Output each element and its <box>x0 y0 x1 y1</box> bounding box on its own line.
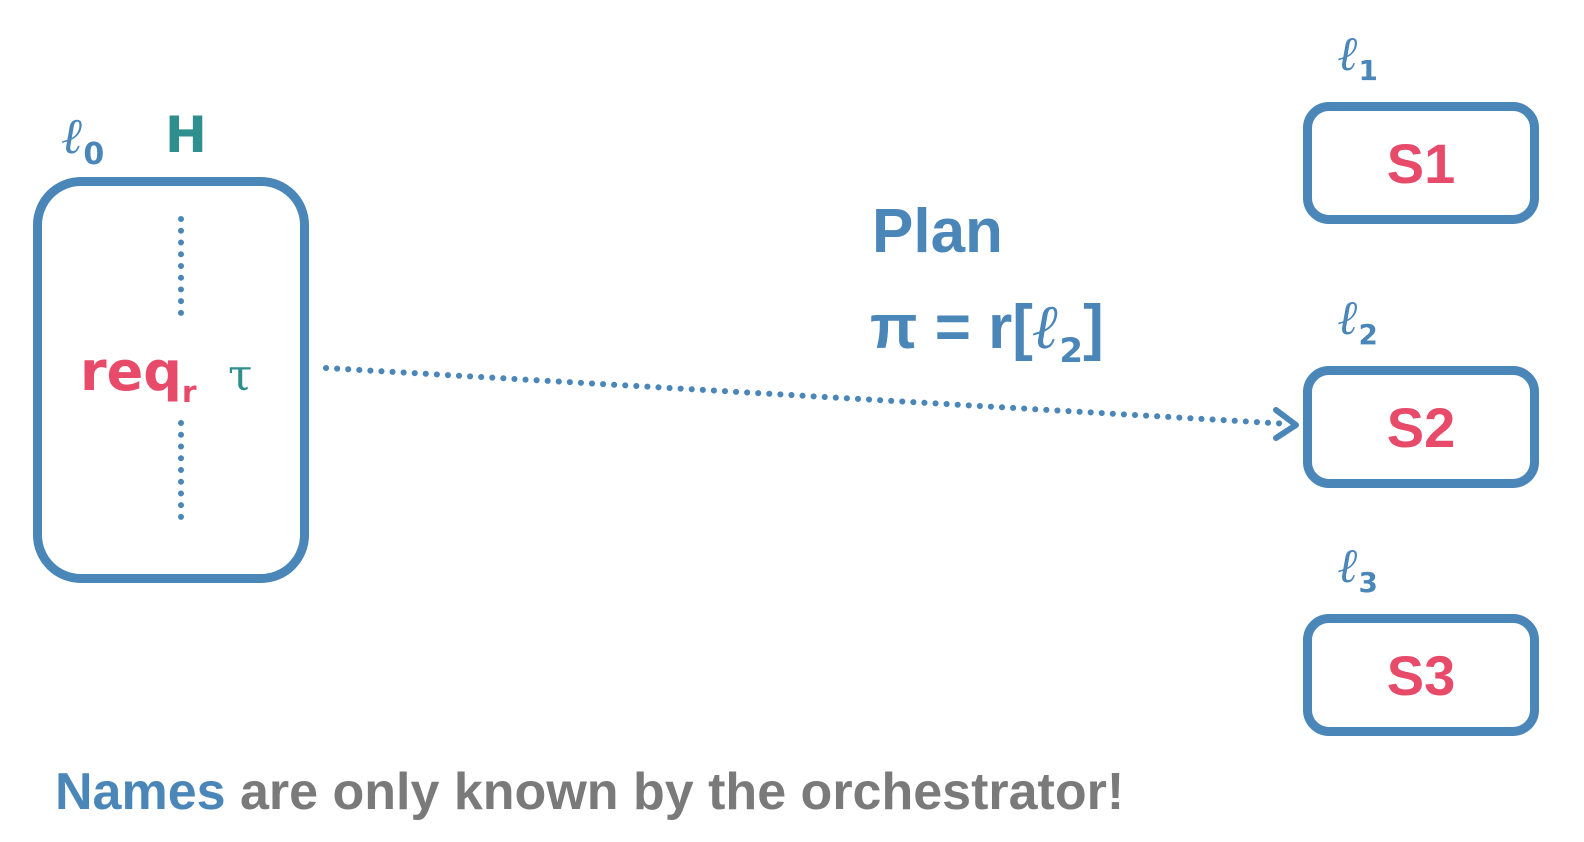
host-timeline-top <box>178 216 184 316</box>
host-node <box>33 177 309 583</box>
server-3-node: S3 <box>1303 614 1539 736</box>
server-2-name: S2 <box>1386 395 1456 459</box>
server-2-location-symbol: ℓ <box>1338 290 1359 346</box>
footer-highlight: Names <box>55 763 226 821</box>
plan-formula-index: 2 <box>1059 330 1084 371</box>
host-location-index: 0 <box>83 136 105 172</box>
plan-formula-symbol: ℓ <box>1032 290 1060 363</box>
arrow-line <box>323 365 1293 427</box>
host-name-label: H <box>165 106 207 164</box>
server-2-location: ℓ2 <box>1338 290 1378 351</box>
tau-symbol: τ <box>228 350 253 401</box>
footer-caption: Names are only known by the orchestrator… <box>55 762 1124 822</box>
host-location-label: ℓ0 <box>62 106 104 172</box>
server-1-location: ℓ1 <box>1338 26 1378 87</box>
server-3-location-index: 3 <box>1358 565 1378 599</box>
arrowhead <box>1273 407 1299 441</box>
server-1-location-index: 1 <box>1358 53 1378 87</box>
server-3-location: ℓ3 <box>1338 538 1378 599</box>
server-3-name: S3 <box>1386 643 1456 707</box>
host-request: reqr <box>80 340 197 410</box>
server-1-node: S1 <box>1303 102 1539 224</box>
plan-formula-prefix: π = r[ <box>870 293 1033 362</box>
server-2-node: S2 <box>1303 366 1539 488</box>
request-label: req <box>80 340 182 403</box>
server-2-location-index: 2 <box>1358 317 1378 351</box>
host-location-symbol: ℓ <box>62 106 84 165</box>
server-1-location-symbol: ℓ <box>1338 26 1359 82</box>
host-timeline-bottom <box>178 420 184 520</box>
server-3-location-symbol: ℓ <box>1338 538 1359 594</box>
request-subscript: r <box>181 374 197 410</box>
footer-rest: are only known by the orchestrator! <box>225 763 1125 821</box>
plan-formula-suffix: ] <box>1083 293 1104 362</box>
plan-title: Plan <box>872 197 1003 266</box>
server-1-name: S1 <box>1386 131 1456 195</box>
plan-formula: π = r[ℓ2] <box>870 290 1104 371</box>
